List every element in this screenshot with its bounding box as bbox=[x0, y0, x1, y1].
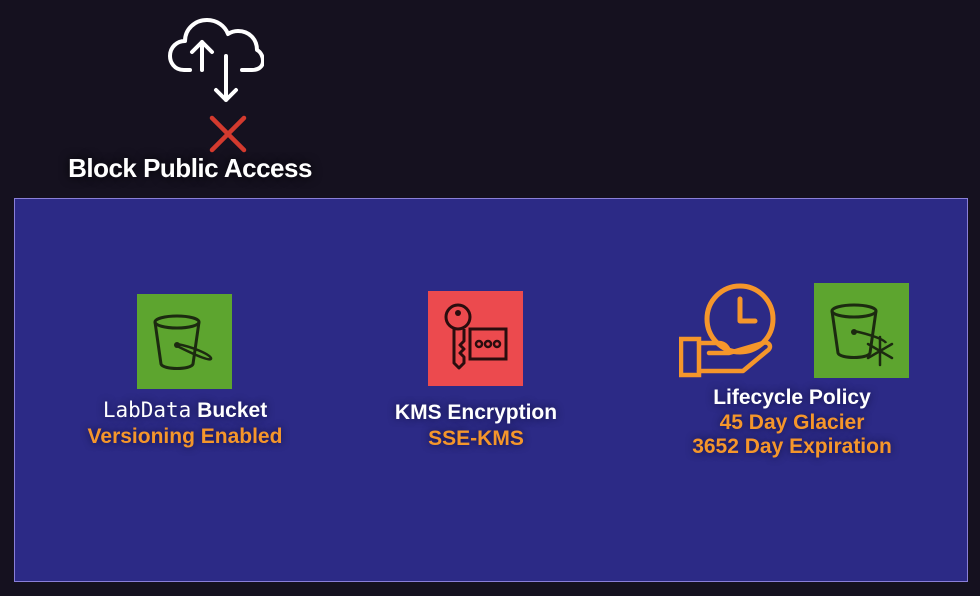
bucket-configuration-panel: LabData Bucket Versioning Enabled KMS En… bbox=[14, 198, 968, 582]
kms-caption: KMS Encryption SSE-KMS bbox=[326, 400, 626, 452]
bucket-title: LabData Bucket bbox=[35, 397, 335, 424]
bucket-name: LabData bbox=[102, 398, 192, 422]
bucket-caption: LabData Bucket Versioning Enabled bbox=[35, 397, 335, 450]
lifecycle-caption: Lifecycle Policy 45 Day Glacier 3652 Day… bbox=[642, 385, 942, 459]
clock-hand-icon bbox=[679, 283, 776, 378]
block-public-access-group: Block Public Access bbox=[40, 8, 340, 188]
s3-glacier-bucket-icon bbox=[830, 303, 894, 367]
s3-bucket-tile bbox=[137, 294, 232, 389]
arrow-down-icon bbox=[214, 54, 238, 102]
snowflake-icon bbox=[866, 335, 894, 367]
versioning-status: Versioning Enabled bbox=[87, 425, 283, 448]
kms-title: KMS Encryption bbox=[394, 401, 558, 424]
block-public-access-label: Block Public Access bbox=[68, 153, 312, 183]
lifecycle-title: Lifecycle Policy bbox=[713, 386, 871, 409]
kms-key-icon bbox=[444, 303, 508, 370]
cloud-upload-icon bbox=[168, 18, 264, 102]
glacier-bucket-tile bbox=[814, 283, 909, 378]
kms-tile bbox=[428, 291, 523, 386]
kms-detail: SSE-KMS bbox=[428, 427, 524, 450]
lifecycle-glacier-rule: 45 Day Glacier bbox=[719, 411, 865, 434]
bucket-label: Bucket bbox=[191, 399, 268, 422]
red-x-icon bbox=[209, 115, 247, 153]
lifecycle-expiration-rule: 3652 Day Expiration bbox=[692, 435, 892, 458]
s3-bucket-icon bbox=[153, 314, 213, 370]
